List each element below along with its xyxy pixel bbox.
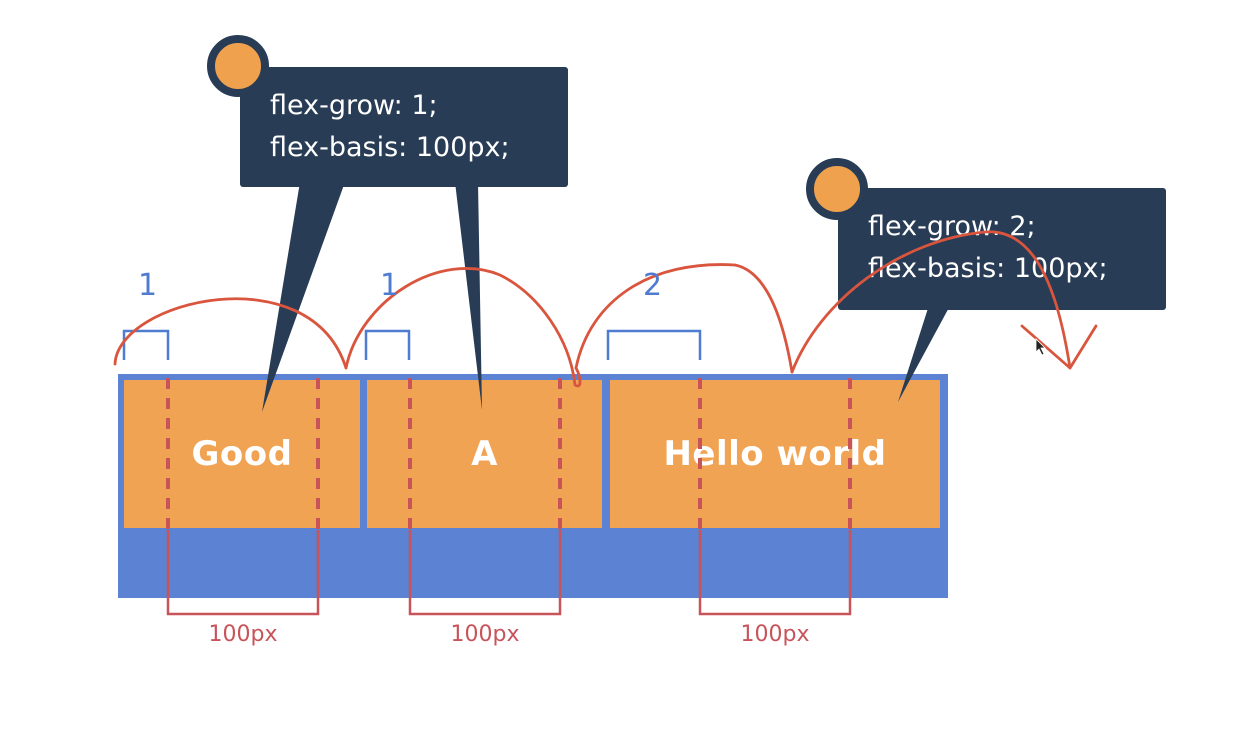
callout-flex-grow-2: flex-grow: 2; flex-basis: 100px; <box>838 188 1166 310</box>
basis-label-good: 100px <box>208 622 278 647</box>
basis-label-hello-world: 100px <box>740 622 810 647</box>
grow-brackets <box>122 329 702 360</box>
flex-item-a: A <box>367 380 602 528</box>
grow-bracket <box>606 329 702 360</box>
grow-label-good: 1 <box>138 268 158 303</box>
callout-line-grow: flex-grow: 1; <box>270 90 438 121</box>
annotation-arrowhead <box>1020 324 1098 370</box>
flex-item-label: A <box>471 434 498 474</box>
flex-item-label: Good <box>191 434 293 474</box>
flex-item-good: Good <box>124 380 360 528</box>
cursor-icon <box>1035 338 1046 356</box>
basis-bracket <box>408 530 562 616</box>
callout-1-dot <box>207 35 269 97</box>
grow-bracket <box>122 329 170 360</box>
annotation-curves <box>113 230 1098 388</box>
callout-1-tail-left <box>262 182 345 412</box>
basis-guides <box>166 378 852 530</box>
basis-bracket <box>166 530 320 616</box>
callout-line-basis: flex-basis: 100px; <box>868 253 1108 284</box>
callout-line-basis: flex-basis: 100px; <box>270 132 510 163</box>
annotation-arc <box>113 297 348 370</box>
annotation-arc <box>574 263 794 374</box>
grow-bracket <box>364 329 411 360</box>
annotation-arc <box>344 267 582 388</box>
basis-label-a: 100px <box>450 622 520 647</box>
basis-bracket <box>698 530 852 616</box>
annotation-arc <box>790 230 1072 374</box>
grow-label-hello-world: 2 <box>643 268 663 303</box>
basis-brackets <box>166 530 852 616</box>
grow-label-a: 1 <box>380 268 400 303</box>
callout-2-tail <box>898 302 952 402</box>
callout-flex-grow-1: flex-grow: 1; flex-basis: 100px; <box>240 67 568 187</box>
callout-2-dot <box>806 158 868 220</box>
callout-1-tail-right <box>455 182 482 410</box>
